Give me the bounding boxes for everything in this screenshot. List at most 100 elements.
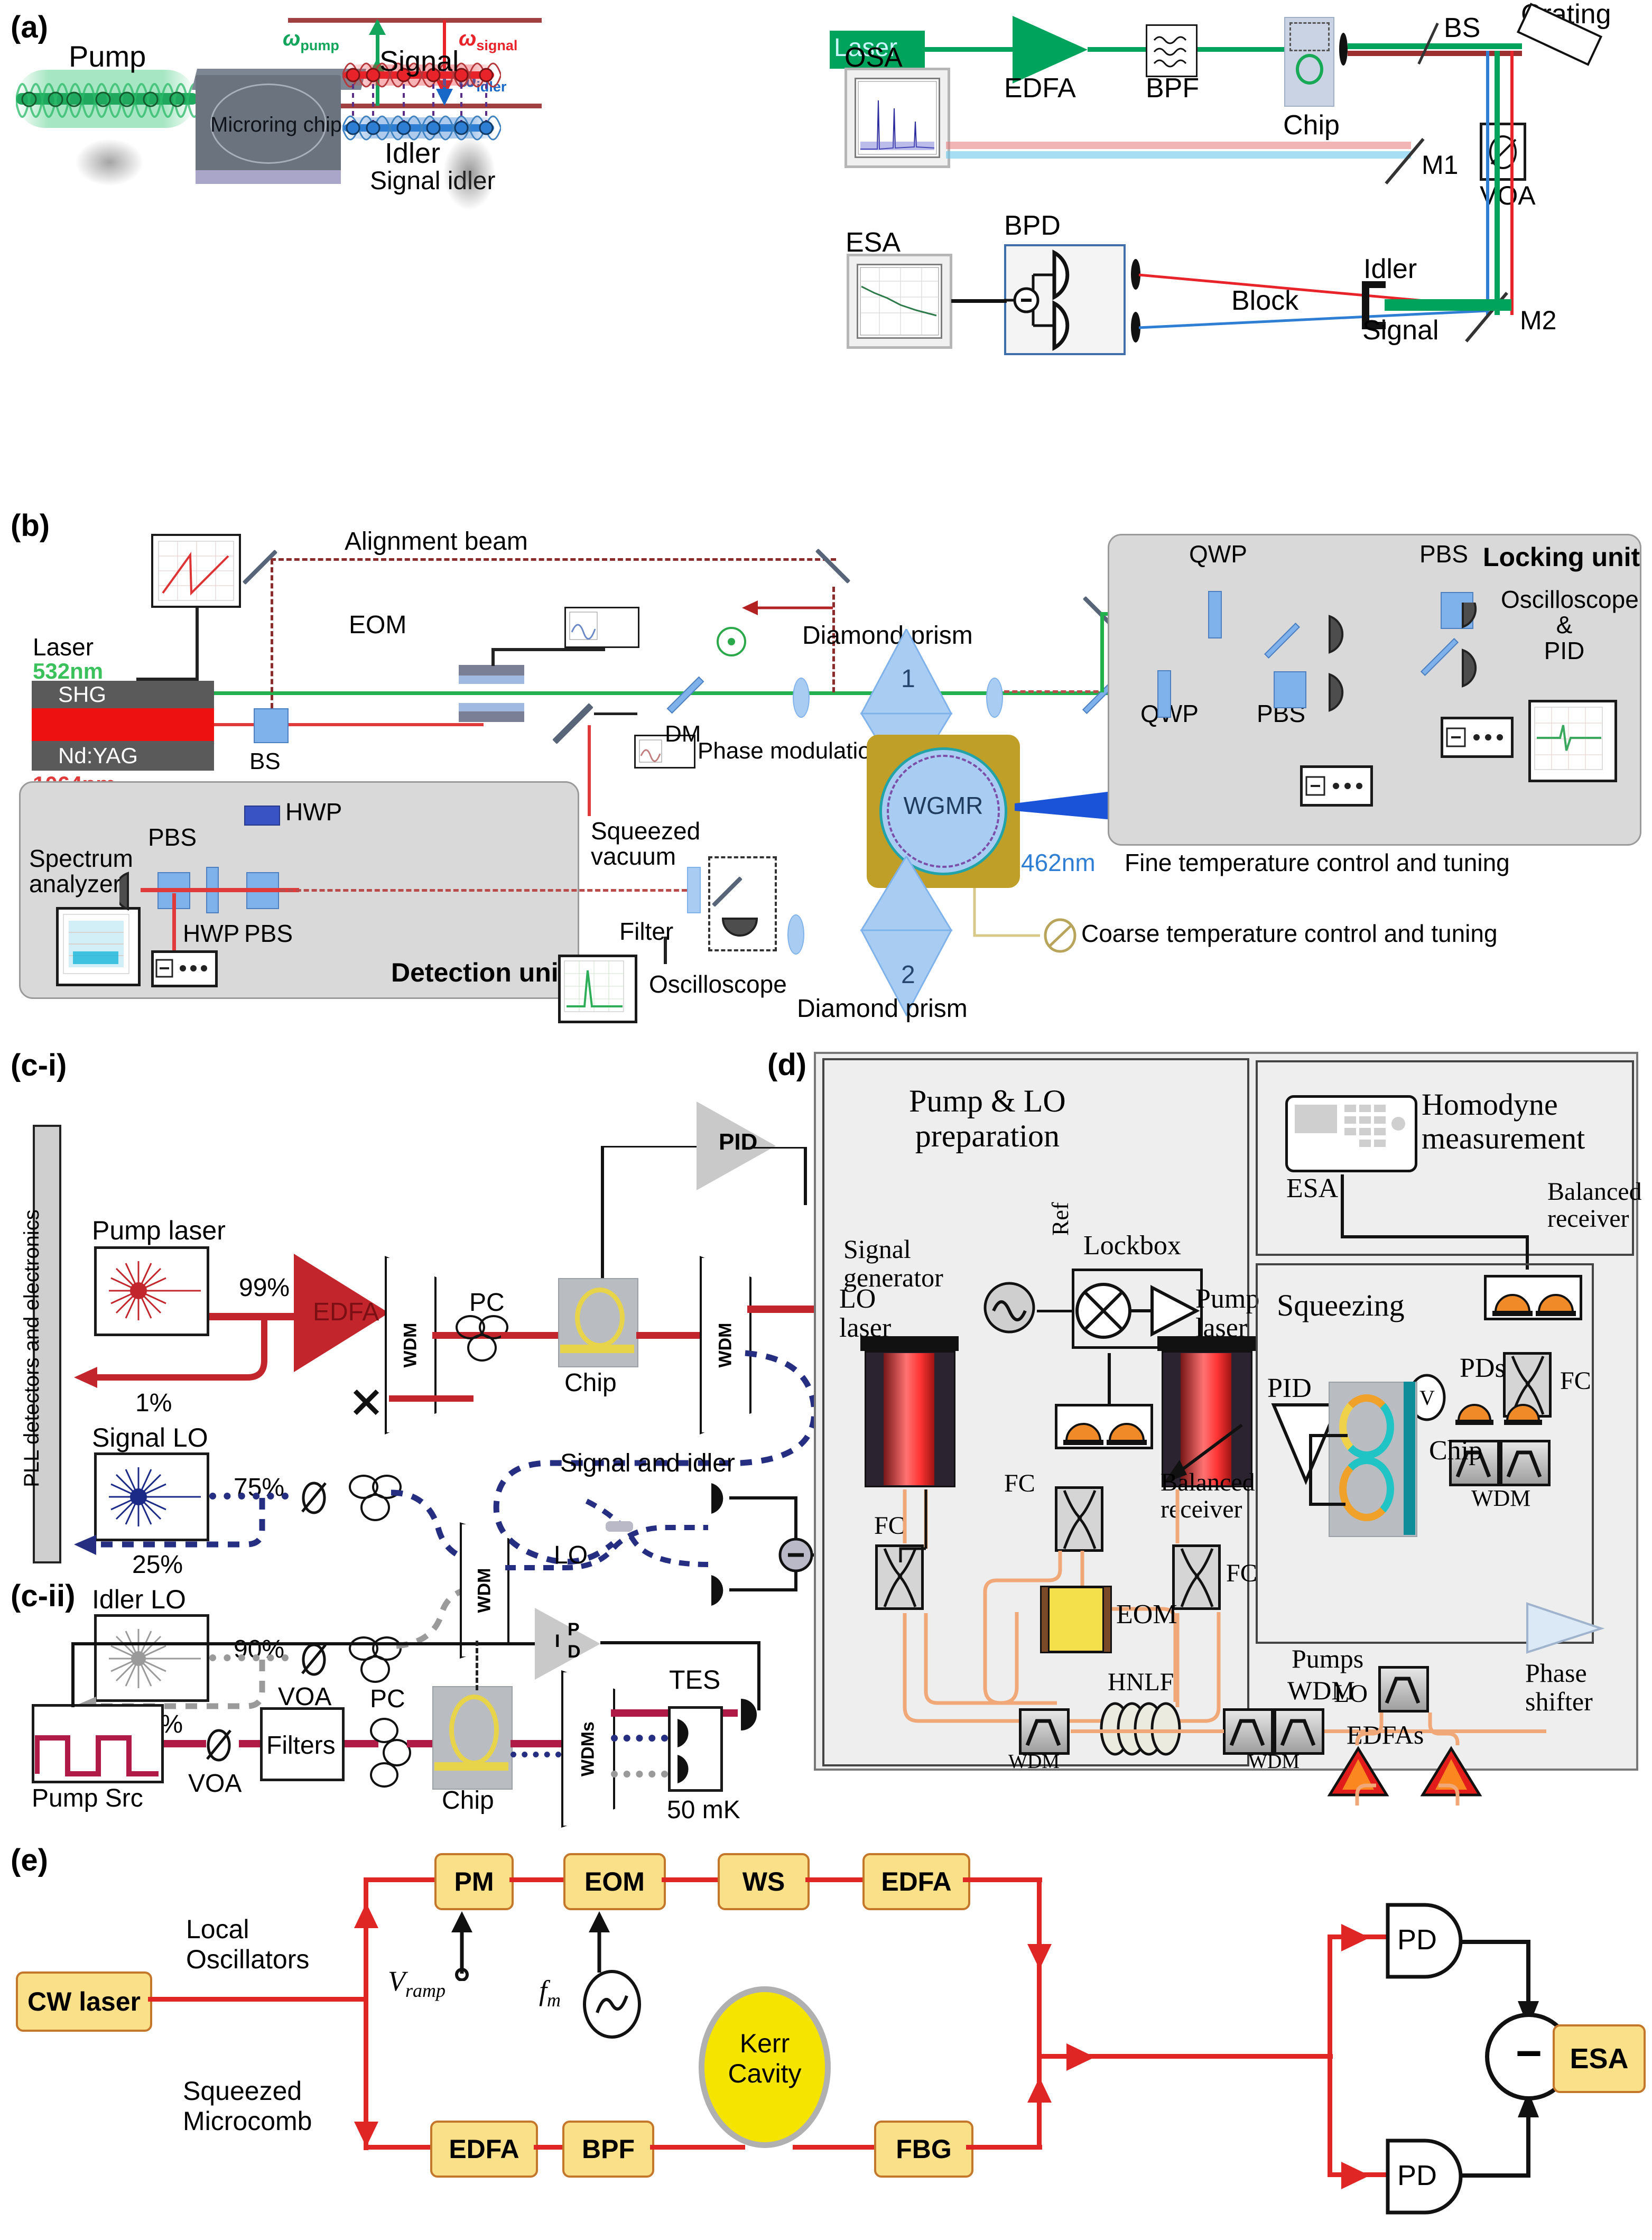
edfa-ci-label: EDFA: [313, 1298, 379, 1326]
oscilloscope-pid-label: Oscilloscope & PID: [1501, 586, 1639, 664]
beam-idler-lo-out: [209, 1654, 289, 1664]
beam-laser-to-edfa: [925, 47, 1015, 52]
fm-label: fm: [539, 1975, 561, 2011]
beam-voa-to-filters: [239, 1740, 260, 1747]
pid-cii-feedback: [71, 1642, 535, 1707]
fc-left-icon: [883, 1548, 917, 1607]
pc-loop-3: [467, 1334, 497, 1362]
wgmr-mode-ring: [887, 755, 1000, 868]
cw-laser-box[interactable]: CW laser: [16, 1971, 152, 2032]
ndyag-label: Nd:YAG: [58, 743, 138, 768]
alignment-beam-label: Alignment beam: [345, 527, 528, 556]
pump-lo-prep-title: Pump & LO preparation: [909, 1084, 1066, 1153]
bs-label: BS: [1444, 13, 1481, 43]
esa-e-box[interactable]: ESA: [1553, 2024, 1646, 2093]
beam-532-green: [214, 691, 1176, 695]
phase-shifter-label: Phase shifter: [1525, 1658, 1593, 1716]
pct-1-label: 1%: [135, 1389, 172, 1417]
pid-d-triangle: [1271, 1403, 1341, 1485]
eom-plate-bot: [459, 711, 524, 722]
pc-cii-label: PC: [370, 1685, 405, 1713]
panelb-laser-label: Laser: [33, 633, 94, 661]
eom-d-label: EOM: [1116, 1599, 1177, 1630]
eom-e-box[interactable]: EOM: [563, 1853, 666, 1910]
ndyag-gain-block: [32, 708, 214, 741]
wdm-pumps-label: WDM: [1287, 1676, 1355, 1705]
lo-laser-label: LO laser: [839, 1284, 892, 1344]
m2-label: M2: [1520, 306, 1557, 335]
pumps-label: Pumps: [1292, 1644, 1364, 1673]
fbg-box[interactable]: FBG: [874, 2121, 973, 2178]
pump-laser-cap: [1157, 1336, 1256, 1351]
wdms-cii: WDMs: [561, 1670, 615, 1828]
beam-cw-split: [148, 1997, 366, 2002]
pct-99-label: 99%: [239, 1274, 290, 1302]
detection-hwp-top-label: HWP: [285, 798, 342, 826]
idler-beam-label: Idler: [1363, 254, 1417, 284]
beam-to-pd-bottom: [1328, 2054, 1332, 2177]
beam-signal-lo-out: [209, 1493, 289, 1502]
spectrum-analyzer-label: Spectrum analyzer: [29, 845, 133, 898]
idler-arrow-shaft: [443, 69, 446, 94]
beam-vertical-blue: [1486, 51, 1489, 315]
wire-bpd-to-esa: [951, 299, 1007, 303]
pid-ci: [697, 1102, 776, 1190]
arrow-pd-bottom: [1341, 2162, 1370, 2189]
pump-src-label: Pump Src: [32, 1784, 143, 1812]
squeezing-box: [1256, 1263, 1594, 1644]
beam-chip-to-wdm2: [636, 1332, 700, 1339]
beam-kerr-to-fbg: [793, 2145, 877, 2150]
hnlf-coil: [1100, 1702, 1181, 1756]
eom-plate-bot2: [459, 703, 524, 711]
locking-diff-amp-1-icon: [1305, 776, 1362, 796]
bpf-e-box[interactable]: BPF: [562, 2121, 654, 2178]
pm-box[interactable]: PM: [434, 1853, 514, 1910]
qwp-bottom-plate: [1157, 670, 1171, 718]
fc-right-icon: [1180, 1548, 1214, 1607]
coarse-temperature-label: Coarse temperature control and tuning: [1081, 920, 1498, 947]
svg-text:1: 1: [901, 665, 915, 693]
squeezed-vacuum-path: [280, 889, 687, 894]
esa-trace: [860, 267, 939, 336]
edfa-top-box[interactable]: EDFA: [862, 1853, 970, 1910]
alignment-beam-down: [832, 587, 838, 692]
lockbox-mixer-amp: [1075, 1283, 1200, 1339]
beam-block: [1362, 281, 1386, 329]
osa-label: OSA: [844, 42, 903, 73]
beam-chip-to-wdms: [511, 1740, 561, 1747]
beam-pc-to-chip: [501, 1332, 559, 1339]
balanced-receiver-right-pds: [1492, 1294, 1576, 1316]
pid-feedback-wire: [601, 1146, 697, 1278]
esa-d-label: ESA: [1286, 1173, 1339, 1204]
detection-beam-down: [172, 893, 176, 970]
polarization-dot-icon: [717, 627, 746, 656]
panelb-bs-cube: [254, 708, 289, 743]
panel-cii-tag: (c-ii): [11, 1579, 76, 1613]
beam-chip-signal-dotted: [511, 1752, 561, 1760]
signal-lo-starburst: [109, 1467, 201, 1526]
signal-arrow-shaft: [443, 20, 446, 86]
wdm-sq-right-icon: [1506, 1450, 1542, 1478]
squeezed-vacuum-label: Squeezed vacuum: [591, 817, 701, 871]
lens-prism-right: [986, 678, 1003, 718]
pid-cii-letter-i: I: [555, 1631, 560, 1651]
lo-laser-cap: [860, 1336, 959, 1351]
tes-detectors: [677, 1719, 689, 1783]
pc-cii-loop-3: [370, 1762, 398, 1788]
wire-siggen-to-lockbox: [1037, 1310, 1072, 1312]
lo-d-label: LO: [1334, 1680, 1368, 1708]
signal-beam-label: Signal: [1362, 315, 1439, 346]
pump-1pct-tap: [74, 1318, 267, 1388]
ws-box[interactable]: WS: [718, 1853, 810, 1910]
laser-source-box: [830, 31, 925, 69]
arrow-lo-down: [1027, 1944, 1052, 1969]
shg-label: SHG: [58, 682, 107, 707]
signal-and-idler-label: Signal and idler: [560, 1449, 735, 1477]
signal-idler-mode-image: [443, 136, 496, 210]
locking-scope-trace: [1534, 707, 1603, 770]
wavelength-462-label: 462nm: [1021, 849, 1096, 876]
edfa-bottom-box[interactable]: EDFA: [430, 2121, 538, 2178]
pc-cii-loop-2: [383, 1739, 411, 1766]
wavelength-532-label: 532nm: [33, 659, 104, 683]
m1-label: M1: [1422, 150, 1459, 180]
